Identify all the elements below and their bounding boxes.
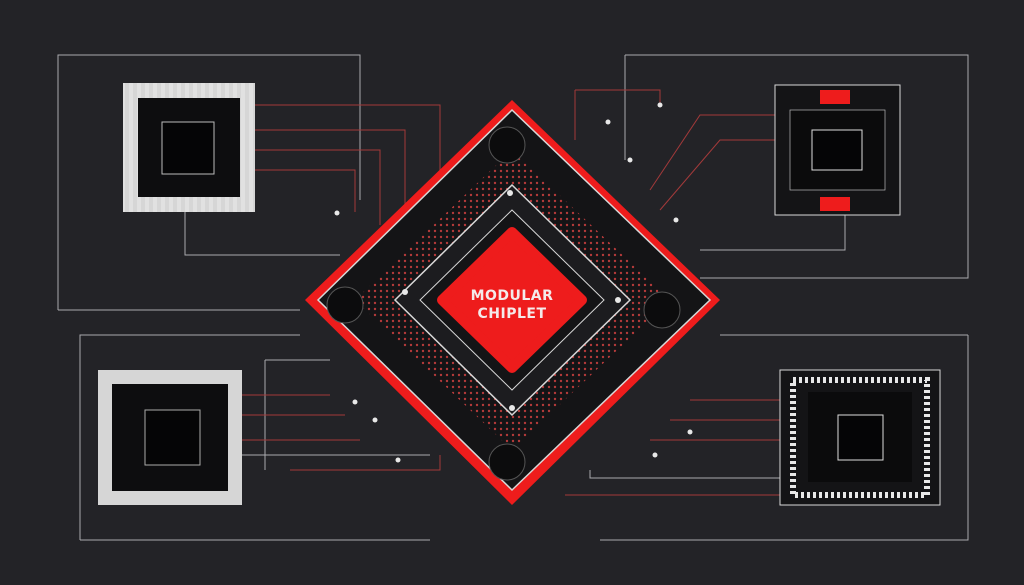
center-chip-label-line2: CHIPLET bbox=[477, 306, 547, 322]
traces bbox=[242, 89, 780, 496]
chiplet-bottom-left bbox=[98, 370, 242, 505]
chiplet-bottom-right bbox=[779, 369, 941, 506]
chiplet-top-right bbox=[774, 84, 901, 216]
center-chip-label-line1: MODULAR bbox=[470, 288, 554, 304]
connector-dots bbox=[334, 102, 693, 463]
chiplet-top-left bbox=[123, 83, 255, 212]
main-package bbox=[305, 100, 720, 505]
